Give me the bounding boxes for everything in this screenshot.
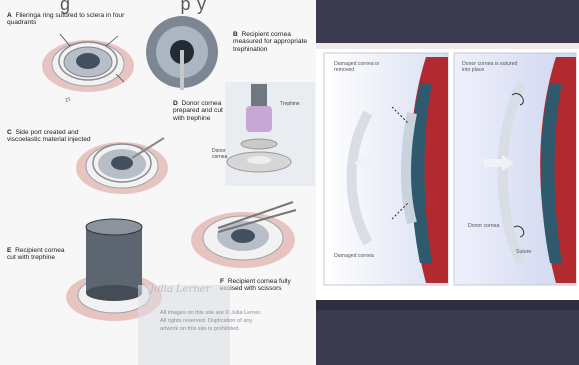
suture-label: Suture — [516, 249, 531, 255]
cornea-cross-section-illustration: Damaged cornea is removed Donor cornea i… — [316, 43, 579, 310]
cornea-measurement-illustration — [140, 10, 230, 90]
copyright-line-3: artwork on this site is prohibited. — [160, 326, 240, 332]
copyright-line-2: All rights reserved. Duplication of any — [160, 318, 252, 324]
eye-with-flieringa-ring-illustration — [40, 24, 136, 100]
donor-cornea-trephine-illustration — [225, 82, 315, 186]
step-f-label: F Recipient cornea fully excised with sc… — [220, 278, 310, 293]
donor-cornea-label-right: Donor cornea — [468, 223, 508, 229]
donor-sutured-caption: Donor cornea is sutured into place — [462, 61, 522, 73]
donor-cornea-label: Donor cornea — [212, 148, 242, 160]
step-d-label: D Donor cornea prepared and cut with tre… — [173, 100, 233, 122]
step-e-label: E Recipient cornea cut with trephine — [7, 247, 67, 262]
artist-signature: Julia Lerner — [150, 284, 210, 295]
copyright-line-1: All images on this site are © Julia Lern… — [160, 310, 261, 316]
cornea-excision-scissors-illustration — [188, 196, 298, 272]
copyright-watermark-box — [138, 285, 230, 365]
step-a-label: A Flieringa ring sutured to sclera in fo… — [7, 12, 127, 27]
cross-section-artwork — [316, 43, 579, 300]
right-panel-divider — [316, 300, 579, 310]
step-b-label: B Recipient cornea measured for appropri… — [233, 31, 315, 53]
damaged-removed-caption: Damaged cornea is removed — [334, 61, 394, 73]
damaged-cornea-label: Damaged cornea — [334, 253, 374, 259]
trephine-label: Trephine — [280, 101, 300, 107]
step-c-label: C Side port created and viscoelastic mat… — [7, 129, 97, 144]
